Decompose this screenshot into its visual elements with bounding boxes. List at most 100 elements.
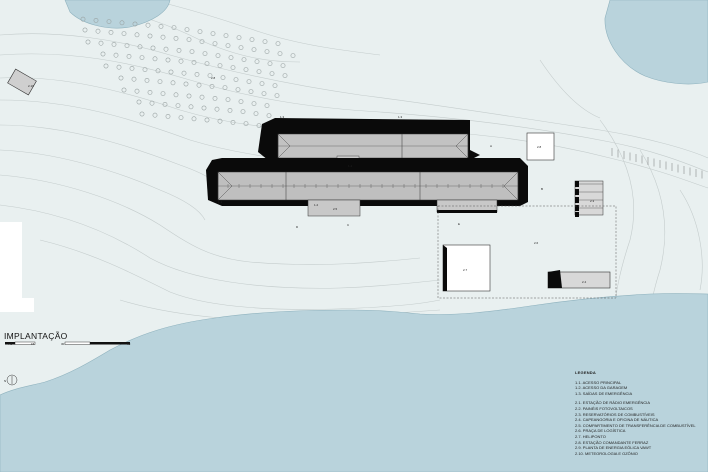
solar-panel-dot [262, 39, 268, 44]
solar-panel-dot [194, 72, 200, 77]
solar-panel-dot [168, 69, 174, 75]
solar-panel-dot [184, 27, 190, 32]
solar-panel-dot [215, 53, 221, 58]
solar-panel-dot [145, 22, 151, 28]
solar-panel-dot [217, 63, 223, 68]
upper-building [258, 118, 480, 160]
main-building-windows [227, 184, 504, 188]
solar-panel-dot [269, 71, 275, 76]
access-label-2: 1.3 [280, 115, 285, 119]
legend-item: 2.3. RESERVATÓRIOS DE COMBUSTÍVEIS [575, 411, 655, 417]
solar-panel-dot [261, 91, 267, 96]
solar-panel-dot [256, 123, 262, 128]
square-building [526, 132, 555, 161]
solar-panel-dot [178, 115, 184, 120]
solar-panel-dot [209, 84, 215, 89]
solar-panel-dot [191, 60, 197, 65]
solar-panel-dot [199, 94, 205, 100]
solar-panel-dot [134, 88, 140, 94]
solar-panel-dot [199, 39, 205, 44]
solar-panel-dot [233, 77, 239, 82]
solar-panel-dot [186, 93, 192, 99]
solar-panel-dot [249, 37, 255, 42]
solar-panel-dot [134, 32, 140, 38]
solar-panel-dot [256, 69, 262, 74]
solar-panel-dot [103, 63, 109, 69]
workshop-label: 2.4 [582, 280, 587, 284]
solar-panel-dot [214, 106, 220, 112]
solar-panel-dot [223, 33, 229, 38]
solar-panel-dot [126, 54, 132, 59]
workshop-shadow [548, 270, 562, 288]
solar-panel-dot [197, 29, 203, 34]
north-arrow-icon [6, 374, 18, 386]
solar-panel-dot [82, 27, 88, 33]
scale-tick-1: 7.5 [8, 342, 13, 346]
solar-panel-dot [181, 70, 187, 76]
solar-panel-dot [191, 116, 197, 122]
solar-panel-dot [236, 35, 242, 40]
solar-panel-dot [163, 46, 169, 52]
solar-panel-dot [251, 47, 257, 52]
solar-panel-dot [132, 21, 138, 27]
solar-panel-dot [188, 104, 194, 110]
solar-panel-dot [111, 42, 117, 47]
solar-panel-dot [136, 99, 142, 105]
solar-panel-dot [259, 81, 265, 86]
section-marker-c: C [347, 223, 350, 227]
solar-panel-dot [108, 30, 114, 35]
solar-panel-dot [147, 90, 153, 95]
lake-top-left [64, 0, 171, 29]
solar-panel-dot [246, 79, 252, 84]
section-marker-e: E [458, 222, 460, 226]
solar-panel-dot [176, 48, 182, 53]
hut-2-10 [7, 68, 37, 96]
solar-panel-dot [254, 59, 260, 64]
lake-top-right [604, 0, 708, 85]
solar-panel-dot [158, 23, 164, 29]
solar-panel-dot [280, 63, 286, 68]
solar-panel-dot [266, 113, 272, 118]
solar-panel-dot [204, 61, 210, 66]
legend-item: 1.2. ACESSO DA GARAGEM [575, 385, 628, 391]
solar-panel-dot [267, 61, 273, 66]
access-label-4: 1.2 [314, 203, 319, 207]
solar-panel-dot [241, 57, 247, 62]
north-label: N [4, 379, 6, 383]
solar-panel-dot [238, 45, 244, 50]
solar-panel-dot [227, 108, 233, 113]
solar-panel-dot [253, 111, 259, 116]
sub-block-left [307, 199, 361, 217]
solar-panel-dot [118, 75, 124, 81]
solar-panel-dot [202, 51, 208, 56]
solar-panel-dot [207, 73, 213, 78]
solar-panel-dot [165, 57, 171, 63]
legend-item: 2.8. ESTAÇÃO COMANDANTE FERRAZ [575, 439, 649, 445]
solar-panel-dot [165, 114, 171, 119]
solar-panel-dot [160, 34, 166, 40]
land-edge [0, 222, 34, 312]
plan-title: IMPLANTAÇÃO [4, 331, 68, 341]
solar-panel-dot [121, 87, 127, 93]
solar-panel-dot [175, 103, 181, 108]
main-building [206, 158, 528, 206]
section-marker-b: B [541, 187, 543, 191]
legend-item: 2.4. CAPEANGORIA E OFICINA DE NÁUTICA [575, 417, 659, 423]
solar-panel-field [80, 16, 296, 128]
square-label: 2.8 [537, 145, 542, 149]
helipad-shadow [443, 245, 447, 291]
solar-panel-dot [228, 55, 234, 60]
solar-panel-dot [212, 41, 218, 46]
solar-panel-dot [171, 25, 177, 30]
solar-panel-dot [243, 67, 249, 72]
scale-bar [5, 341, 130, 345]
solar-panel-dot [113, 52, 119, 58]
solar-panel-dot [238, 99, 244, 104]
solar-panel-dot [204, 117, 210, 123]
solar-panel-dot [290, 53, 296, 58]
solar-panel-dot [243, 121, 249, 126]
solar-panel-dot [85, 39, 91, 45]
solar-panel-dot [235, 87, 241, 92]
